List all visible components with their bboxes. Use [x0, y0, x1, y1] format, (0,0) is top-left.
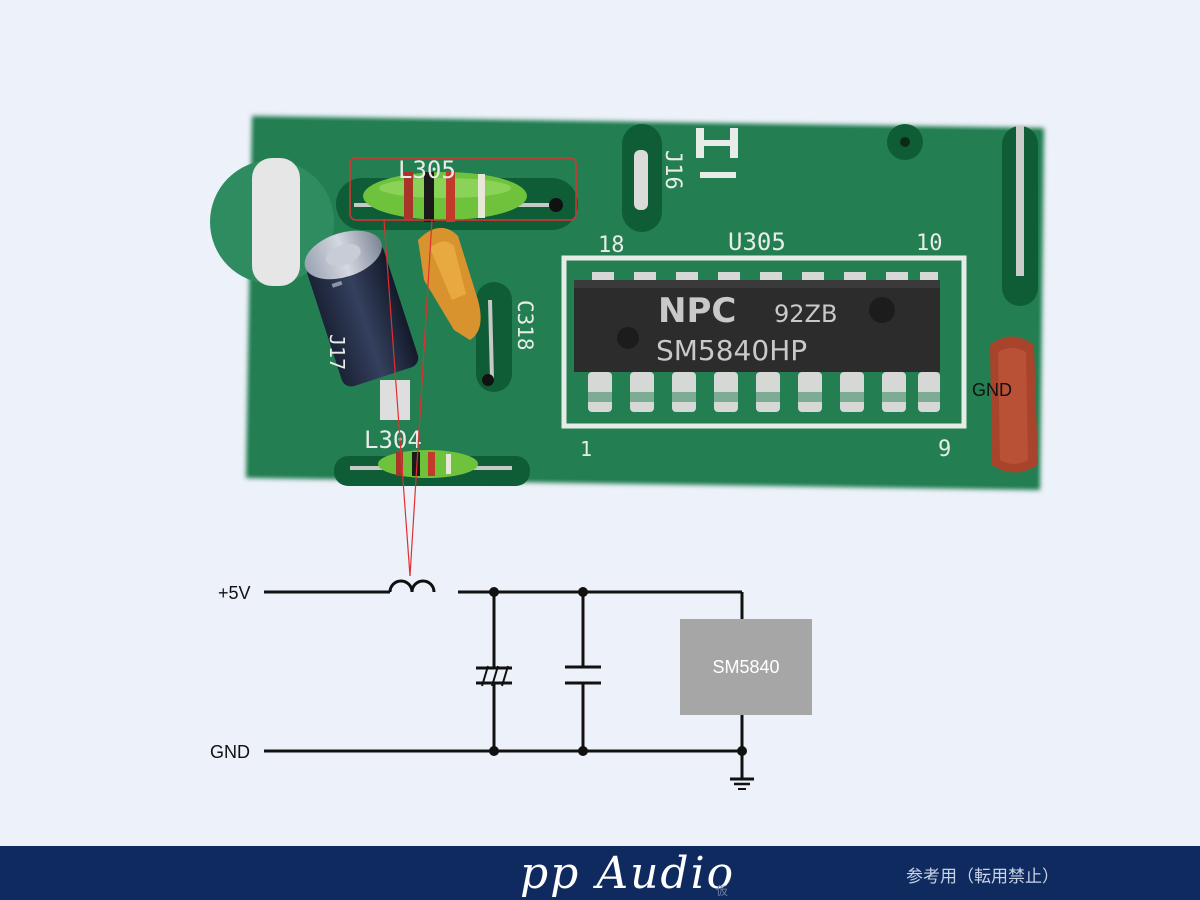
- electrolytic-capacitor: [304, 230, 419, 420]
- ic-u305: [561, 255, 967, 429]
- footer-brand-sub: 仮: [716, 884, 729, 898]
- label-u305: U305: [728, 228, 786, 256]
- junction-dot: [578, 587, 588, 597]
- chip-brand: NPC: [658, 291, 736, 331]
- footer-brand: pp Audio: [520, 848, 736, 899]
- callout-line-right: [409, 219, 433, 577]
- footer-note: 参考用（転用禁止）: [906, 867, 1059, 887]
- cap1-hatch-2: [491, 665, 499, 687]
- label-c318: C318: [513, 300, 537, 351]
- gnd-label: GND: [210, 742, 250, 762]
- ic-block-label: SM5840: [712, 657, 779, 677]
- junction-dot: [489, 746, 499, 756]
- inductor-l304: [334, 450, 530, 486]
- via-hole: [900, 137, 910, 147]
- vcc-label: +5V: [218, 583, 251, 603]
- callout-line-left: [383, 219, 411, 577]
- pcb-photo: L305 J16 J17 C318: [210, 116, 1044, 490]
- cap1-hatch-3: [501, 665, 509, 687]
- ic-block: [680, 619, 812, 715]
- label-pin1: 1: [580, 437, 592, 461]
- ceramic-capacitor-c318: [418, 227, 512, 392]
- footer-bar: pp Audio 仮 参考用（転用禁止）: [0, 846, 1200, 900]
- mounting-pad: [210, 158, 334, 286]
- right-component: [990, 126, 1038, 473]
- jumper-j16: [622, 124, 662, 232]
- diagram-canvas: L305 J16 J17 C318: [210, 116, 1044, 790]
- inductor-symbol: [388, 579, 436, 593]
- junction-dot: [578, 746, 588, 756]
- label-pin9: 9: [938, 437, 951, 462]
- silkscreen-h-mark: [696, 128, 738, 178]
- chip-code: 92ZB: [774, 300, 837, 328]
- highlight-box: [349, 157, 577, 221]
- inductor-l305: [336, 172, 578, 230]
- junction-dot: [489, 587, 499, 597]
- junction-dot: [737, 746, 747, 756]
- label-pin10: 10: [916, 231, 943, 256]
- label-pin18: 18: [598, 233, 625, 258]
- cap1-hatch-1: [481, 665, 489, 687]
- schematic: [264, 579, 754, 790]
- chip-part: SM5840HP: [656, 334, 807, 367]
- junctions: [489, 587, 747, 756]
- photo-gnd-label: GND: [972, 380, 1012, 400]
- label-j17: J17: [325, 334, 349, 370]
- label-j16: J16: [660, 150, 685, 190]
- label-l305: L305: [398, 156, 456, 184]
- label-l304: L304: [364, 426, 422, 454]
